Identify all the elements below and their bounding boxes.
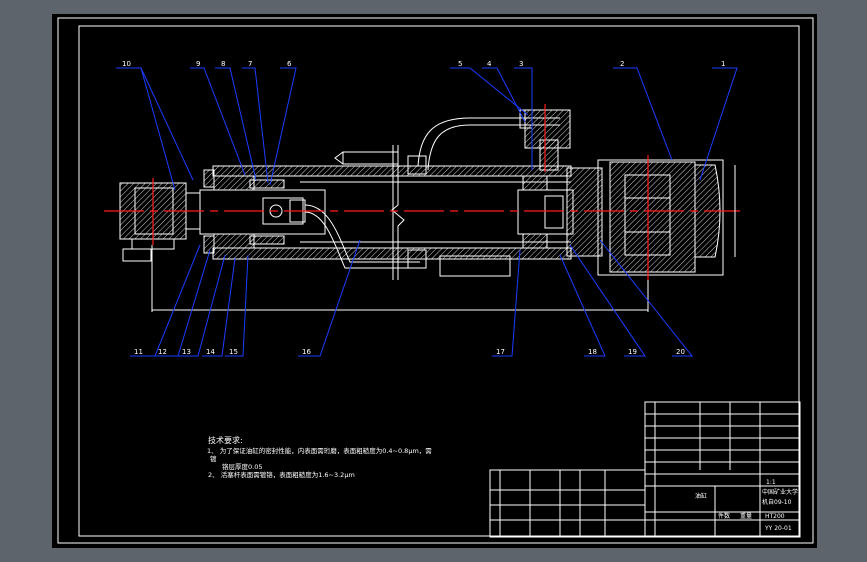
leaders-top [116, 67, 738, 191]
balloon-9: 9 [196, 60, 200, 68]
piston [517, 175, 574, 249]
note-1c: 铬层厚度0.05 [222, 462, 262, 471]
balloon-6: 6 [287, 60, 292, 68]
hydraulic-cylinder-drawing: 10 9 8 7 6 5 4 3 2 1 11 12 13 14 15 16 1… [57, 17, 814, 544]
note-1: 1、 为了保证油缸的密封性能，内表面需珩磨，表面粗糙度为0.4~0.8μm，需 [207, 446, 432, 455]
balloon-10: 10 [122, 60, 131, 68]
break-line [391, 145, 405, 280]
right-clevis [597, 159, 724, 276]
piston-rod [199, 189, 326, 235]
note-2: 2、 活塞杆表面需镀铬，表面粗糙度为1.6~3.2μm [208, 470, 355, 479]
balloon-8: 8 [221, 60, 225, 68]
weight-label: 重量 [740, 512, 752, 520]
balloon-17: 17 [496, 348, 505, 356]
drawing-number: YY 20-01 [764, 525, 792, 532]
balloon-1: 1 [721, 60, 725, 68]
count-label: 件数 [718, 512, 730, 520]
class-name: 机自09-10 [762, 498, 792, 506]
balloon-14: 14 [206, 348, 215, 356]
balloon-3: 3 [519, 60, 523, 68]
balloon-5: 5 [458, 60, 462, 68]
inner-border [78, 25, 800, 537]
balloon-4: 4 [487, 60, 492, 68]
balloon-11: 11 [134, 348, 143, 356]
note-1b: 镀 [210, 454, 217, 463]
gland [203, 169, 285, 254]
school-name: 中国矿业大学 [762, 488, 798, 496]
balloon-2: 2 [620, 60, 624, 68]
balloon-numbers: 10 9 8 7 6 5 4 3 2 1 11 12 13 14 15 16 1… [122, 60, 725, 356]
balloon-16: 16 [302, 348, 311, 356]
balloon-18: 18 [588, 348, 597, 356]
leaders-bottom [130, 239, 694, 357]
left-nut [119, 182, 201, 262]
balloon-19: 19 [628, 348, 637, 356]
scale: 1:1 [766, 479, 776, 486]
material: HT200 [765, 513, 785, 520]
cylinder-tube [212, 165, 572, 260]
outer-border [57, 17, 814, 544]
title-block: 油缸 中国矿业大学 机自09-10 1:1 HT200 YY 20-01 件数 … [489, 401, 801, 538]
balloon-15: 15 [229, 348, 238, 356]
end-cap [566, 167, 603, 257]
drawing-name: 油缸 [695, 492, 707, 500]
technical-notes: 技术要求: 1、 为了保证油缸的密封性能，内表面需珩磨，表面粗糙度为0.4~0.… [207, 435, 432, 479]
balloon-20: 20 [676, 348, 685, 356]
notes-title: 技术要求: [208, 435, 243, 445]
balloon-7: 7 [248, 60, 252, 68]
balloon-12: 12 [158, 348, 167, 356]
drawing-canvas[interactable]: 10 9 8 7 6 5 4 3 2 1 11 12 13 14 15 16 1… [52, 14, 817, 548]
balloon-13: 13 [182, 348, 191, 356]
